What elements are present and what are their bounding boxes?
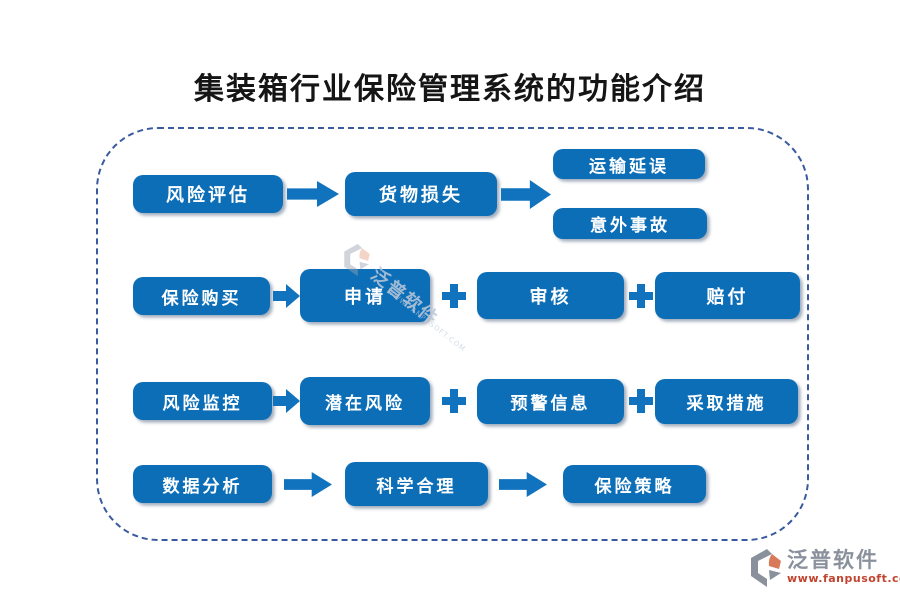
node-transport-delay: 运输延误 bbox=[553, 149, 705, 179]
arrow-right-icon bbox=[499, 472, 547, 497]
node-compensation: 赔付 bbox=[655, 272, 800, 319]
node-review: 审核 bbox=[477, 272, 624, 319]
node-risk-monitoring: 风险监控 bbox=[133, 382, 272, 420]
node-warning-info: 预警信息 bbox=[477, 379, 624, 424]
node-insurance-purchase: 保险购买 bbox=[133, 277, 270, 315]
diagram-dashed-frame bbox=[96, 127, 809, 541]
node-insurance-strategy: 保险策略 bbox=[563, 465, 706, 503]
arrow-right-icon bbox=[273, 389, 300, 413]
fanpu-logo-icon bbox=[751, 549, 781, 587]
node-potential-risk: 潜在风险 bbox=[300, 377, 430, 425]
arrow-right-icon bbox=[501, 180, 551, 209]
arrow-right-icon bbox=[284, 472, 332, 497]
plus-icon bbox=[442, 284, 466, 308]
brand-logo: 泛普软件 www.fanpusoft.com bbox=[748, 548, 900, 588]
plus-icon bbox=[442, 389, 466, 413]
arrow-right-icon bbox=[273, 284, 300, 308]
node-accident: 意外事故 bbox=[553, 208, 707, 239]
arrow-right-icon bbox=[287, 181, 339, 207]
node-data-analysis: 数据分析 bbox=[133, 465, 272, 503]
node-risk-assessment: 风险评估 bbox=[133, 175, 283, 213]
node-scientific-reasonable: 科学合理 bbox=[345, 462, 488, 506]
page-title: 集装箱行业保险管理系统的功能介绍 bbox=[194, 72, 706, 107]
node-cargo-loss: 货物损失 bbox=[345, 172, 497, 216]
brand-url: www.fanpusoft.com bbox=[787, 572, 900, 585]
plus-icon bbox=[629, 389, 653, 413]
plus-icon bbox=[629, 284, 653, 308]
node-take-measures: 采取措施 bbox=[655, 379, 798, 424]
node-application: 申请 bbox=[300, 269, 430, 322]
brand-name: 泛普软件 bbox=[787, 547, 879, 572]
